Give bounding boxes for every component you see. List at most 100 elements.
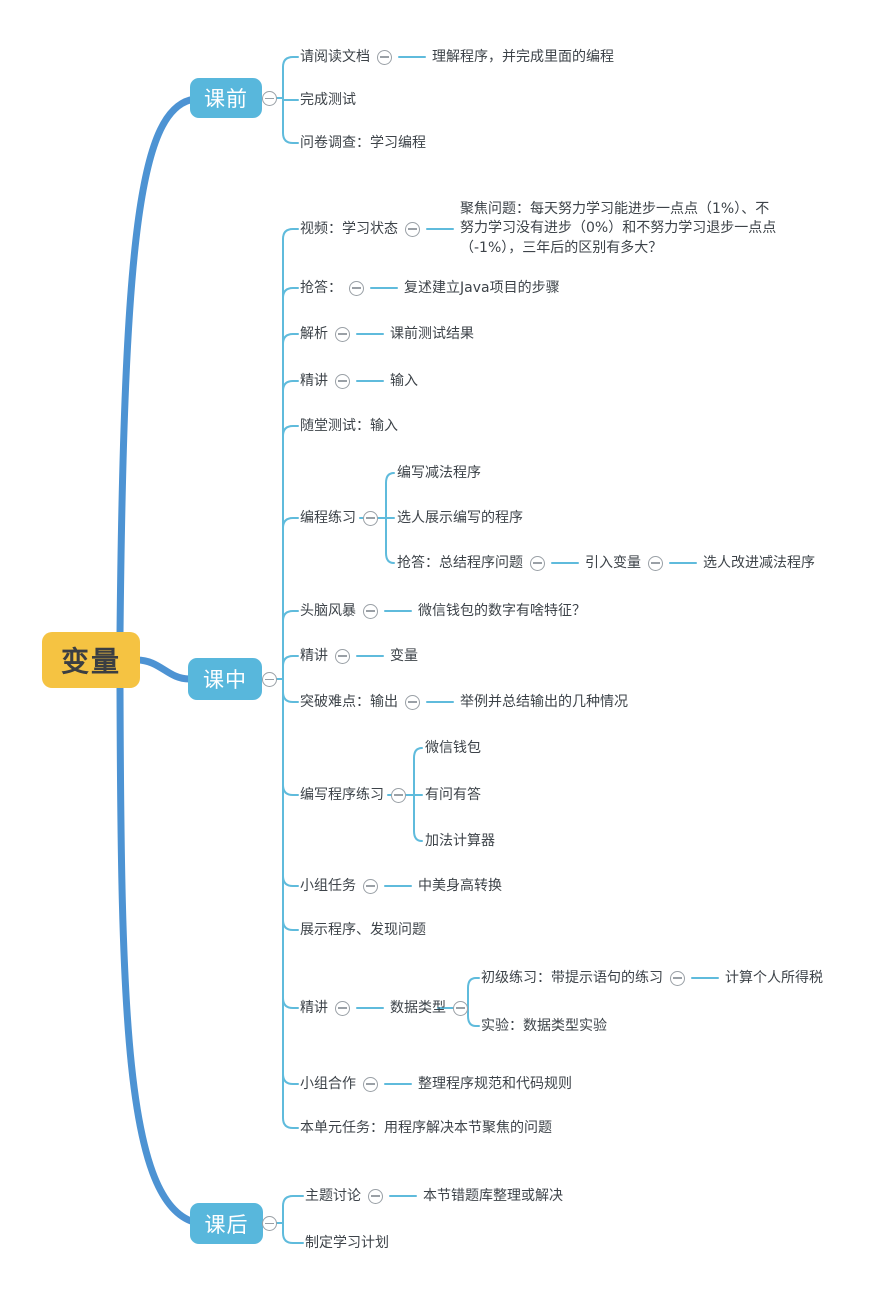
topic-survey-learn-coding[interactable]: 问卷调查：学习编程 bbox=[300, 134, 426, 151]
collapse-icon[interactable] bbox=[405, 221, 420, 237]
topic-read-document[interactable]: 请阅读文档 bbox=[300, 48, 370, 65]
topic-focus-question[interactable]: 聚焦问题：每天努力学习能进步一点点（1%）、不努力学习没有进步（0%）和不努力学… bbox=[460, 200, 777, 256]
connector-line bbox=[389, 1195, 417, 1197]
topic-show-written-program[interactable]: 选人展示编写的程序 bbox=[397, 509, 523, 526]
collapse-icon[interactable] bbox=[262, 1216, 277, 1231]
collapse-icon[interactable] bbox=[363, 603, 378, 619]
topic-error-bank[interactable]: 本节错题库整理或解决 bbox=[423, 1187, 563, 1204]
collapse-icon[interactable] bbox=[335, 648, 350, 664]
topic-unit-task[interactable]: 本单元任务：用程序解决本节聚焦的问题 bbox=[300, 1119, 552, 1136]
topic-group-cooperation[interactable]: 小组合作 bbox=[300, 1075, 356, 1092]
connector-line bbox=[426, 228, 454, 230]
topic-question-answer[interactable]: 有问有答 bbox=[425, 786, 481, 803]
topic-code-rules[interactable]: 整理程序规范和代码规则 bbox=[418, 1075, 572, 1092]
topic-analysis[interactable]: 解析 bbox=[300, 325, 328, 342]
collapse-icon[interactable] bbox=[363, 510, 378, 526]
connector-line bbox=[384, 610, 412, 612]
collapse-icon[interactable] bbox=[335, 373, 350, 389]
collapse-icon[interactable] bbox=[377, 49, 392, 65]
topic-lecture-input[interactable]: 精讲 bbox=[300, 372, 328, 389]
topic-finish-test[interactable]: 完成测试 bbox=[300, 91, 356, 108]
collapse-icon[interactable] bbox=[335, 1000, 350, 1016]
connector-line bbox=[356, 655, 384, 657]
topic-java-project-steps[interactable]: 复述建立Java项目的步骤 bbox=[404, 279, 560, 296]
topic-height-conversion[interactable]: 中美身高转换 bbox=[418, 877, 502, 894]
collapse-icon[interactable] bbox=[530, 555, 545, 571]
topic-brainstorm[interactable]: 头脑风暴 bbox=[300, 602, 356, 619]
topic-input[interactable]: 输入 bbox=[390, 372, 418, 389]
topic-row: 小组合作 整理程序规范和代码规则 bbox=[300, 1074, 572, 1094]
collapse-icon[interactable] bbox=[648, 555, 663, 571]
branch-node-after-class[interactable]: 课后 bbox=[190, 1203, 263, 1244]
branch-node-pre-class[interactable]: 课前 bbox=[190, 78, 262, 118]
topic-summarize-program-problems[interactable]: 抢答：总结程序问题 bbox=[397, 554, 523, 571]
topic-quick-answer[interactable]: 抢答： bbox=[300, 279, 342, 296]
branch-label: 课前 bbox=[204, 87, 248, 111]
bracket-after-class bbox=[275, 1195, 304, 1244]
collapse-icon[interactable] bbox=[262, 672, 277, 687]
topic-row: 加法计算器 bbox=[425, 831, 495, 851]
topic-lecture-variable[interactable]: 精讲 bbox=[300, 647, 328, 664]
topic-group-task[interactable]: 小组任务 bbox=[300, 877, 356, 894]
topic-addition-calculator[interactable]: 加法计算器 bbox=[425, 832, 495, 849]
topic-study-plan[interactable]: 制定学习计划 bbox=[305, 1234, 389, 1251]
topic-variable[interactable]: 变量 bbox=[390, 647, 418, 664]
bracket-in-class bbox=[275, 228, 299, 1129]
topic-row: 完成测试 bbox=[300, 90, 356, 110]
topic-theme-discussion[interactable]: 主题讨论 bbox=[305, 1187, 361, 1204]
topic-row: 编写程序练习 bbox=[300, 785, 406, 805]
trunk-after-class bbox=[116, 682, 195, 1225]
topic-program-writing-practice[interactable]: 编写程序练习 bbox=[300, 786, 384, 803]
collapse-icon[interactable] bbox=[368, 1188, 383, 1204]
topic-row: 展示程序、发现问题 bbox=[300, 920, 426, 940]
collapse-icon[interactable] bbox=[262, 91, 277, 106]
connector-line bbox=[356, 333, 384, 335]
topic-introduce-variable[interactable]: 引入变量 bbox=[585, 554, 641, 571]
connector-line bbox=[426, 701, 454, 703]
topic-breakthrough-output[interactable]: 突破难点：输出 bbox=[300, 693, 398, 710]
topic-row: 制定学习计划 bbox=[305, 1233, 389, 1253]
collapse-icon[interactable] bbox=[391, 787, 406, 803]
collapse-icon[interactable] bbox=[405, 694, 420, 710]
topic-data-type[interactable]: 数据类型 bbox=[390, 999, 446, 1016]
topic-video-study-state[interactable]: 视频：学习状态 bbox=[300, 220, 398, 237]
topic-output-cases[interactable]: 举例并总结输出的几种情况 bbox=[460, 693, 628, 710]
branch-label: 课中 bbox=[203, 668, 247, 692]
connector-line bbox=[384, 885, 412, 887]
connector-line bbox=[356, 1007, 384, 1009]
topic-subtraction-program[interactable]: 编写减法程序 bbox=[397, 464, 481, 481]
topic-lecture-datatype[interactable]: 精讲 bbox=[300, 999, 328, 1016]
bracket-pre-class bbox=[275, 56, 299, 144]
topic-row: 头脑风暴 微信钱包的数字有啥特征？ bbox=[300, 601, 586, 621]
topic-wechat-wallet-digits[interactable]: 微信钱包的数字有啥特征？ bbox=[418, 602, 586, 619]
connector-line bbox=[370, 287, 398, 289]
topic-coding-practice[interactable]: 编程练习 bbox=[300, 509, 356, 526]
topic-pretest-result[interactable]: 课前测试结果 bbox=[390, 325, 474, 342]
topic-basic-practice-prompt[interactable]: 初级练习：带提示语句的练习 bbox=[481, 969, 663, 986]
topic-row: 抢答：总结程序问题 引入变量 选人改进减法程序 bbox=[397, 553, 815, 573]
topic-quiz-input[interactable]: 随堂测试：输入 bbox=[300, 417, 398, 434]
collapse-icon[interactable] bbox=[335, 326, 350, 342]
collapse-icon[interactable] bbox=[363, 1076, 378, 1092]
collapse-icon[interactable] bbox=[453, 1000, 468, 1016]
collapse-icon[interactable] bbox=[670, 970, 685, 986]
topic-row: 本单元任务：用程序解决本节聚焦的问题 bbox=[300, 1118, 552, 1138]
topic-improve-subtraction-program[interactable]: 选人改进减法程序 bbox=[703, 554, 815, 571]
topic-row: 抢答： 复述建立Java项目的步骤 bbox=[300, 278, 560, 298]
root-node-variable[interactable]: 变量 bbox=[42, 632, 140, 688]
topic-datatype-experiment[interactable]: 实验：数据类型实验 bbox=[481, 1017, 607, 1034]
topic-income-tax[interactable]: 计算个人所得税 bbox=[725, 969, 823, 986]
trunk-pre-class bbox=[116, 96, 194, 638]
topic-row: 精讲 数据类型 bbox=[300, 998, 468, 1018]
collapse-icon[interactable] bbox=[363, 878, 378, 894]
branch-node-in-class[interactable]: 课中 bbox=[188, 658, 262, 700]
topic-row: 精讲 变量 bbox=[300, 646, 418, 666]
topic-show-program-find-problems[interactable]: 展示程序、发现问题 bbox=[300, 921, 426, 938]
topic-wechat-wallet[interactable]: 微信钱包 bbox=[425, 739, 481, 756]
connector-line bbox=[691, 977, 719, 979]
collapse-icon[interactable] bbox=[349, 280, 364, 296]
topic-row: 视频：学习状态 聚焦问题：每天努力学习能进步一点点（1%）、不努力学习没有进步（… bbox=[300, 199, 780, 259]
root-label: 变量 bbox=[60, 645, 121, 678]
topic-understand-program[interactable]: 理解程序，并完成里面的编程 bbox=[432, 48, 614, 65]
